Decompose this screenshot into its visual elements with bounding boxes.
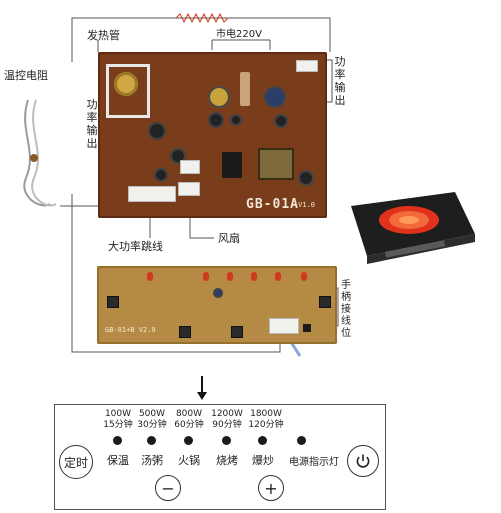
capacitor — [230, 114, 242, 126]
transformer — [258, 148, 294, 180]
capacitor — [154, 168, 168, 182]
board-code: GB-01A — [246, 197, 299, 212]
fan-label: 风扇 — [218, 232, 240, 245]
power-output-right-label: 功率输出 — [334, 55, 346, 107]
heating-tube-label: 发热管 — [87, 29, 120, 42]
mode-indicator-3 — [222, 436, 231, 445]
red-led — [147, 272, 153, 281]
mode-power-4: 1800W — [250, 409, 282, 419]
plus-button[interactable]: + — [258, 475, 284, 501]
mode-power-2: 800W — [175, 409, 203, 419]
connector — [296, 60, 318, 72]
fan-connector — [178, 182, 200, 196]
key-board-code: GB-01+B V2.0 — [105, 326, 156, 334]
capacitor — [264, 86, 286, 108]
high-power-jumper-label: 大功率跳线 — [108, 240, 163, 253]
thermistor-bead — [30, 154, 38, 162]
timer-label: 定时 — [63, 455, 88, 470]
ic-chip — [303, 324, 311, 332]
power-output-left-label: 功率输出 — [86, 98, 98, 150]
heatsink-bracket — [106, 64, 150, 118]
tact-switch — [179, 326, 191, 338]
mode-time-2: 60分钟 — [174, 420, 204, 430]
mains-220v-label: 市电220V — [216, 29, 262, 40]
capacitor — [298, 170, 314, 186]
coil — [114, 72, 138, 96]
mode-power-1: 500W — [138, 409, 166, 419]
minus-icon: − — [161, 478, 175, 498]
heating-tube-wire — [71, 17, 331, 62]
control-panel: 定时 100W 15分钟 保温 500W 30分钟 汤粥 800W 60分钟 火… — [54, 404, 386, 510]
connector — [180, 160, 200, 174]
mode-power-0: 100W — [104, 409, 132, 419]
board-version: V1.0 — [298, 201, 315, 209]
high-power-jumper-connector — [128, 186, 176, 202]
power-icon — [356, 454, 370, 468]
mode-indicator-2 — [184, 436, 193, 445]
mode-time-4: 120分钟 — [248, 420, 284, 430]
timer-button[interactable]: 定时 — [59, 445, 93, 479]
mode-time-0: 15分钟 — [103, 420, 133, 430]
mode-time-1: 30分钟 — [137, 420, 167, 430]
ic-chip — [222, 152, 242, 178]
handle-connector — [269, 318, 299, 334]
red-led — [275, 272, 281, 281]
temp-resistor-label: 温控电阻 — [4, 69, 48, 82]
red-led — [301, 272, 307, 281]
power-button[interactable] — [347, 445, 379, 477]
tact-switch — [231, 326, 243, 338]
plus-icon: + — [264, 478, 278, 498]
main-control-board: GB-01A V1.0 — [98, 52, 327, 218]
red-led — [251, 272, 257, 281]
probe-wire — [23, 99, 51, 207]
resistor — [240, 72, 250, 106]
heater-zigzag-icon — [175, 12, 229, 24]
mode-name-1[interactable]: 汤粥 — [141, 454, 163, 467]
red-led — [227, 272, 233, 281]
capacitor — [208, 86, 230, 108]
capacitor — [274, 114, 288, 128]
mode-indicator-4 — [258, 436, 267, 445]
handle-wire-label: 手柄接线位 — [341, 280, 351, 339]
mode-name-2[interactable]: 火锅 — [178, 454, 200, 467]
mode-indicator-0 — [113, 436, 122, 445]
mode-name-3[interactable]: 烧烤 — [216, 454, 238, 467]
mode-power-3: 1200W — [211, 409, 243, 419]
power-indicator-label: 电源指示灯 — [289, 457, 339, 468]
power-indicator-led — [297, 436, 306, 445]
mode-indicator-1 — [147, 436, 156, 445]
cooktop-photo — [337, 176, 477, 266]
mode-name-0[interactable]: 保温 — [107, 454, 129, 467]
capacitor — [208, 112, 224, 128]
minus-button[interactable]: − — [155, 475, 181, 501]
capacitor — [213, 288, 223, 298]
tact-switch — [319, 296, 331, 308]
mode-time-3: 90分钟 — [212, 420, 242, 430]
cooktop-image — [351, 192, 475, 264]
mode-name-4[interactable]: 爆炒 — [252, 454, 274, 467]
red-led — [203, 272, 209, 281]
capacitor — [148, 122, 166, 140]
key-board: GB-01+B V2.0 — [97, 266, 337, 344]
tact-switch — [107, 296, 119, 308]
